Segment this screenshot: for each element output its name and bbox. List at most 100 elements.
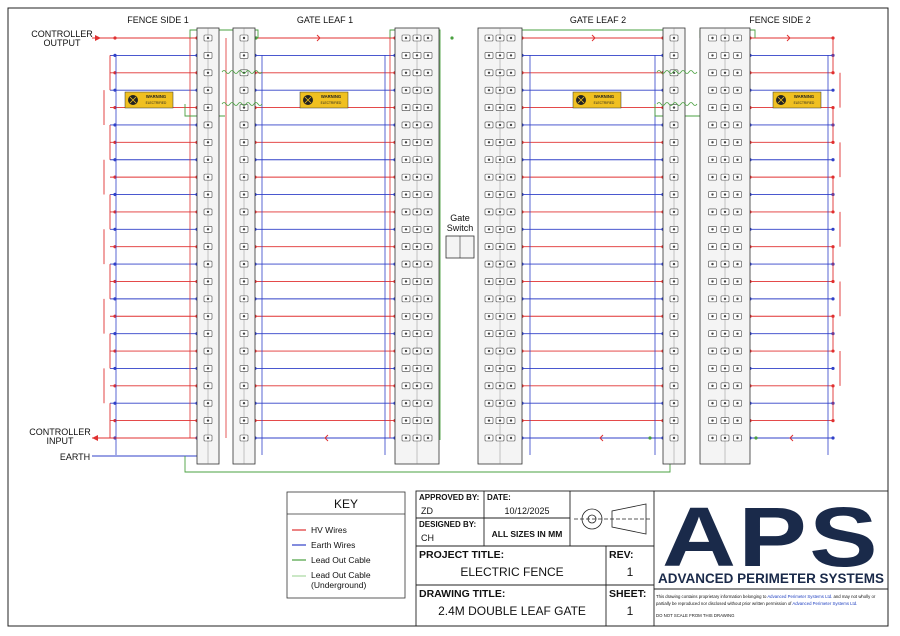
insulator-pin (672, 54, 676, 57)
insulator-pin (672, 402, 676, 405)
insulator-pin (426, 349, 430, 353)
insulator-pin (498, 419, 502, 422)
insulator-pin (736, 245, 739, 248)
warning-sign-text: ELECTRIFIED (146, 101, 167, 105)
insulator-pin (723, 193, 727, 196)
insulator-pin (498, 123, 502, 127)
insulator-pin (723, 175, 727, 179)
insulator-pin (426, 54, 430, 57)
controller-input-label-1: CONTROLLER (29, 427, 91, 437)
insulator-pin (426, 141, 430, 144)
insulator-pin (426, 106, 430, 109)
insulator-pin (711, 419, 714, 422)
insulator-pin (426, 436, 430, 440)
insulator-pin (509, 419, 513, 422)
insulator-pin (415, 262, 419, 266)
wire-node (831, 227, 835, 231)
wire-node (831, 366, 835, 371)
insulator-pin (404, 36, 408, 40)
approved-by-value: ZD (421, 506, 433, 516)
insulator-pin (736, 228, 739, 231)
insulator-pin (206, 123, 210, 127)
insulator-pin (487, 88, 491, 92)
insulator-pin (415, 436, 419, 440)
warning-sign-title: WARNING (794, 94, 814, 99)
designed-by-label: DESIGNED BY: (419, 520, 476, 529)
insulator-pin (206, 54, 210, 57)
insulator-pin (404, 262, 408, 266)
insulator-pin (672, 367, 676, 370)
insulator-pin (206, 193, 210, 196)
insulator-pin (206, 210, 210, 214)
warning-sign-bolt-icon (577, 96, 585, 104)
insulator-pin (206, 106, 210, 109)
insulator-pin (487, 71, 491, 74)
insulator-pin (426, 262, 430, 266)
insulator-pin (426, 384, 430, 388)
gate-spring (221, 70, 263, 74)
insulator-pin (206, 384, 210, 388)
insulator-pin (711, 349, 714, 353)
insulator-pin (672, 384, 676, 388)
insulator-pin (723, 367, 727, 370)
warning-sign-title: WARNING (594, 94, 614, 99)
insulator-pin (487, 419, 491, 422)
insulator-pin (206, 280, 210, 283)
gate-spring (656, 70, 698, 74)
direction-arrow (786, 34, 791, 42)
warning-sign-board (572, 91, 622, 109)
wire-node (648, 436, 652, 440)
insulator-pin (736, 175, 739, 179)
insulator-pin (487, 349, 491, 353)
insulator-pin (723, 88, 727, 92)
insulator-pin (426, 88, 430, 92)
insulator-pin (487, 367, 491, 370)
insulator-pin (509, 71, 513, 74)
insulator-pin (415, 88, 419, 92)
insulator-pin (498, 54, 502, 57)
insulator-pin (206, 419, 210, 422)
insulator-pin (723, 71, 727, 74)
insulator-pin (723, 54, 727, 57)
heading-fence-side-1: FENCE SIDE 1 (127, 15, 189, 25)
insulator-pin (509, 280, 513, 283)
insulator-pin (498, 141, 502, 144)
warning-signs-layer: WARNINGELECTRIFIEDWARNINGELECTRIFIEDWARN… (124, 91, 822, 109)
sizes-note: ALL SIZES IN MM (492, 529, 563, 539)
warning-sign-bolt-icon (777, 96, 785, 104)
key-legend: KEY HV Wires Earth Wires Lead Out Cable … (286, 491, 406, 599)
heading-fence-side-2: FENCE SIDE 2 (749, 15, 811, 25)
insulator-pin (242, 193, 246, 196)
insulator-pin (672, 349, 676, 353)
insulator-pin (672, 228, 676, 231)
insulator-pin (498, 175, 502, 179)
insulator-pin (736, 280, 739, 283)
insulator-pin (723, 36, 727, 40)
insulator-pin (509, 297, 513, 301)
approved-by-label: APPROVED BY: (419, 493, 479, 502)
wire-node (831, 158, 835, 162)
insulator-pin (672, 315, 676, 318)
insulator-pin (404, 436, 408, 440)
designed-by-value: CH (421, 533, 434, 543)
insulator-pin (711, 88, 714, 92)
insulator-pin (404, 228, 408, 231)
insulator-pin (415, 402, 419, 405)
insulator-pin (206, 71, 210, 74)
insulator-pin (736, 297, 739, 301)
insulator-pin (723, 158, 727, 161)
insulator-pin (206, 88, 210, 92)
insulator-pin (206, 141, 210, 144)
insulator-pin (736, 262, 739, 266)
insulator-pin (672, 419, 676, 422)
insulator-pin (723, 297, 727, 301)
insulator-pin (509, 141, 513, 144)
insulator-pin (711, 332, 714, 335)
insulator-pin (487, 245, 491, 248)
insulator-pin (404, 402, 408, 405)
insulator-pin (672, 193, 676, 196)
insulator-pin (736, 36, 739, 40)
aps-logo: APS (662, 490, 880, 584)
insulator-pin (498, 315, 502, 318)
insulator-pin (723, 262, 727, 266)
